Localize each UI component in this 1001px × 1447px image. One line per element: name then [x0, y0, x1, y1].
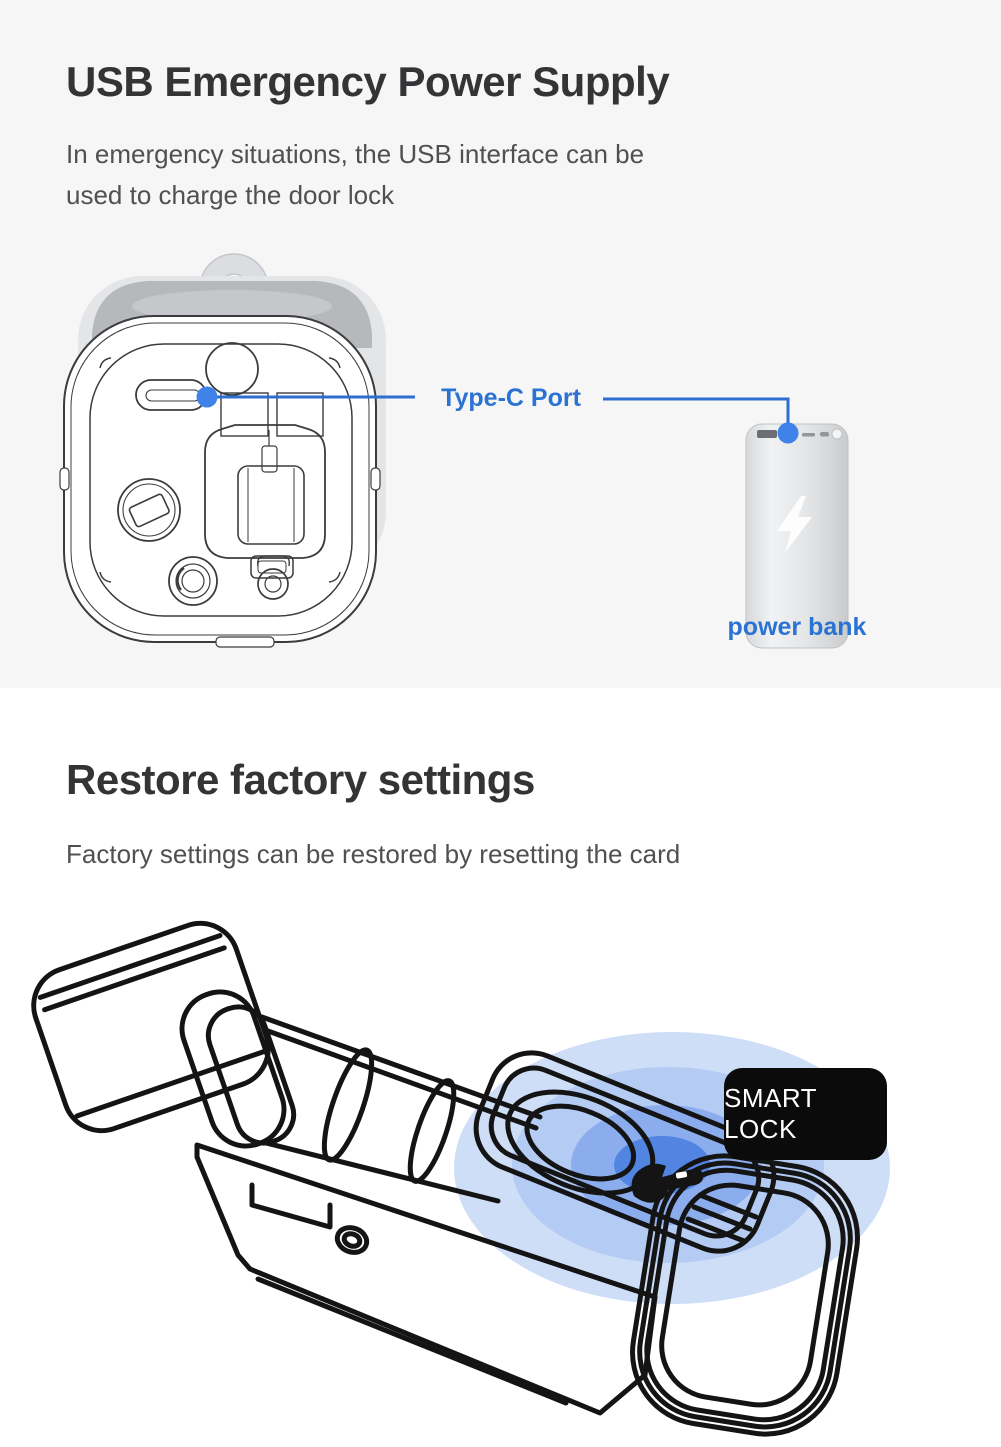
callout-dot-port: [196, 386, 218, 408]
smart-lock-illustration: [23, 913, 890, 1445]
reset-slot: [117, 478, 181, 542]
speaker-opening: [205, 342, 259, 396]
cylinder-lock-drawing: [31, 920, 860, 1437]
lightning-icon: [777, 496, 812, 553]
usb-charging-illustration: [59, 253, 849, 649]
section-usb-emergency-power: USB Emergency Power Supply In emergency …: [0, 0, 1001, 688]
thumbturn-knob: [31, 920, 271, 1134]
side-tab-right: [370, 467, 381, 491]
battery-compartment: [204, 392, 326, 579]
power-bank-illustration: [745, 422, 849, 649]
smart-lock-tag-text: SMART LOCK: [724, 1083, 817, 1144]
body-screw: [334, 1225, 370, 1255]
led-slot: [820, 432, 829, 437]
usb-section-title: USB Emergency Power Supply: [66, 58, 670, 105]
cylinder-collar: [179, 989, 297, 1149]
reset-section-description: Factory settings can be restored by rese…: [66, 839, 681, 869]
section-restore-factory: Restore factory settings Factory setting…: [0, 688, 1001, 1447]
usb-section-description: In emergency situations, the USB interfa…: [66, 139, 645, 210]
usb-a-port: [757, 430, 777, 438]
micro-port: [802, 433, 815, 437]
reset-section-title: Restore factory settings: [66, 756, 535, 803]
smart-lock-tag: SMART LOCK: [724, 1068, 887, 1160]
type-c-port-label: Type-C Port: [441, 384, 581, 412]
battery-cell: [237, 465, 305, 545]
screw-small: [256, 555, 291, 600]
power-button: [831, 428, 843, 440]
smart-knob: [630, 1153, 860, 1437]
screw-large: [168, 556, 218, 606]
power-bank-label: power bank: [727, 613, 867, 641]
callout-line-right: [603, 397, 790, 424]
side-tab-left: [59, 467, 70, 491]
lock-bottom-plate: [59, 315, 381, 648]
bottom-tab: [215, 636, 275, 648]
cylinder-shaft: [259, 1014, 543, 1204]
